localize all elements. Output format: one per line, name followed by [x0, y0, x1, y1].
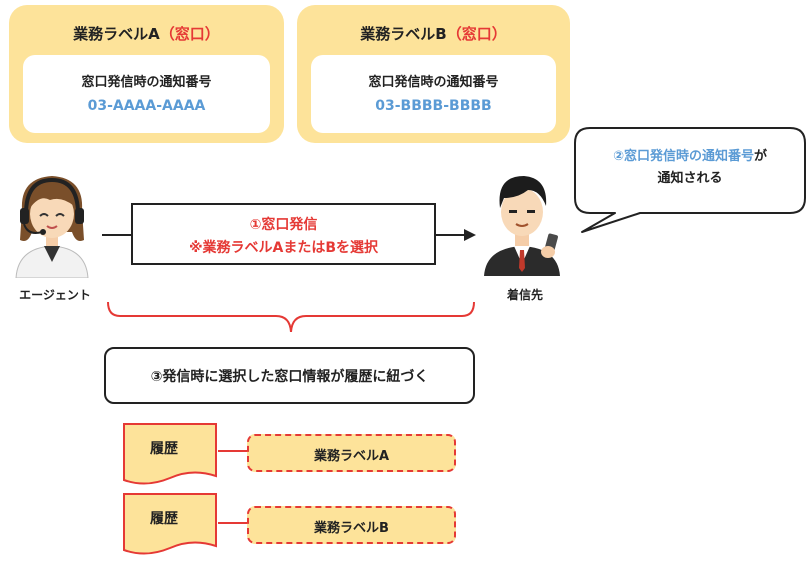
- history-doc-label-b: 履歴: [150, 511, 178, 527]
- label-card-a: 業務ラベルA（窓口） 窓口発信時の通知番号 03-AAAA-AAAA: [9, 5, 284, 143]
- document-icon: [123, 423, 217, 485]
- history-tag-a: 業務ラベルA: [247, 434, 456, 472]
- history-tag-b: 業務ラベルB: [247, 506, 456, 544]
- label-b-title-prefix: 業務ラベルB: [360, 25, 447, 43]
- callee-label: 着信先: [506, 288, 543, 302]
- history-link-text: ③発信時に選択した窓口情報が履歴に紐づく: [150, 369, 429, 385]
- label-card-a-title: 業務ラベルA（窓口）: [9, 23, 284, 44]
- label-card-b: 業務ラベルB（窓口） 窓口発信時の通知番号 03-BBBB-BBBB: [297, 5, 570, 143]
- document-icon: [123, 493, 217, 555]
- red-brace: [107, 301, 475, 333]
- speech-bubble: [574, 127, 806, 233]
- agent-label: エージェント: [19, 288, 91, 302]
- agent-icon: [15, 176, 89, 278]
- label-a-inner-label: 窓口発信時の通知番号: [81, 75, 212, 90]
- label-b-title-suffix: （窓口）: [446, 25, 507, 43]
- label-b-number: 03-BBBB-BBBB: [375, 98, 492, 114]
- history-doc-label-a: 履歴: [150, 441, 178, 457]
- history-tag-b-text: 業務ラベルB: [314, 521, 389, 536]
- callee-icon: [484, 176, 560, 276]
- connector-line: [218, 450, 248, 452]
- bubble-line2: 通知される: [657, 171, 723, 186]
- bubble-highlight: ②窓口発信時の通知番号: [612, 149, 754, 164]
- bubble-after: が: [754, 149, 768, 164]
- label-a-inner-box: 窓口発信時の通知番号 03-AAAA-AAAA: [23, 55, 270, 133]
- label-b-inner-label: 窓口発信時の通知番号: [368, 75, 499, 90]
- action-line1: ①窓口発信: [249, 217, 318, 233]
- call-arrow: [102, 229, 476, 241]
- label-a-title-suffix: （窓口）: [159, 25, 220, 43]
- action-box: ①窓口発信 ※業務ラベルAまたはBを選択: [131, 203, 436, 265]
- bubble-text: ②窓口発信時の通知番号が 通知される: [575, 146, 805, 190]
- connector-line: [218, 522, 248, 524]
- label-a-title-prefix: 業務ラベルA: [73, 25, 160, 43]
- label-card-b-title: 業務ラベルB（窓口）: [297, 23, 570, 44]
- label-b-inner-box: 窓口発信時の通知番号 03-BBBB-BBBB: [311, 55, 556, 133]
- label-a-number: 03-AAAA-AAAA: [87, 98, 206, 114]
- action-line2: ※業務ラベルAまたはBを選択: [188, 240, 379, 256]
- history-tag-a-text: 業務ラベルA: [313, 449, 390, 464]
- history-link-box: ③発信時に選択した窓口情報が履歴に紐づく: [104, 347, 475, 404]
